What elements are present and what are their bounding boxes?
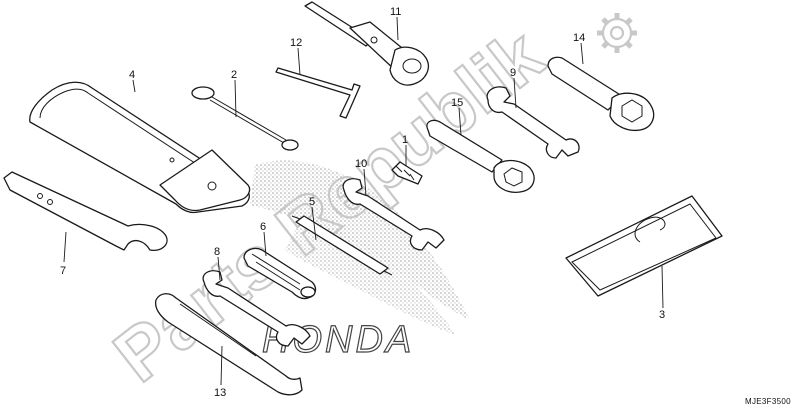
callout-2: 2 [231,69,237,81]
callout-12: 12 [290,37,302,49]
part-hook-wrench [3,171,168,251]
part-hex-key [275,67,361,119]
gear-icon [597,13,637,53]
part-ring-spanner [547,56,655,132]
leader-lines [63,16,664,386]
part-document-pouch [565,195,723,297]
callout-4: 4 [129,69,135,81]
callout-8: 8 [214,246,220,258]
part-tool-bag [29,81,251,214]
callout-11: 11 [390,6,401,18]
part-open-wrench-9 [486,86,580,159]
part-clip [391,161,423,185]
drawing-code: MJE3F3500 [745,397,791,406]
callout-10: 10 [355,158,367,170]
callout-5: 5 [309,196,315,208]
callout-14: 14 [573,32,585,44]
callout-3: 3 [659,309,665,321]
part-handle-extension [154,293,303,396]
callout-6: 6 [260,221,266,233]
callout-13: 13 [214,387,226,399]
part-combination-spanner [426,119,535,193]
callout-15: 15 [451,97,463,109]
part-spark-plug-wrench [304,1,429,86]
callout-1: 1 [402,134,408,146]
part-screwdriver-handle [243,247,317,300]
callout-7: 7 [60,265,66,277]
part-screwdriver-bit [291,215,393,276]
part-open-wrench-8 [202,270,311,347]
callout-labels: 1 2 3 4 5 6 7 8 9 10 11 12 13 14 15 [60,6,665,399]
part-open-wrench-10 [342,178,445,251]
part-pin-tool [191,86,299,151]
callout-9: 9 [510,67,516,79]
honda-wing-logo [250,160,470,335]
